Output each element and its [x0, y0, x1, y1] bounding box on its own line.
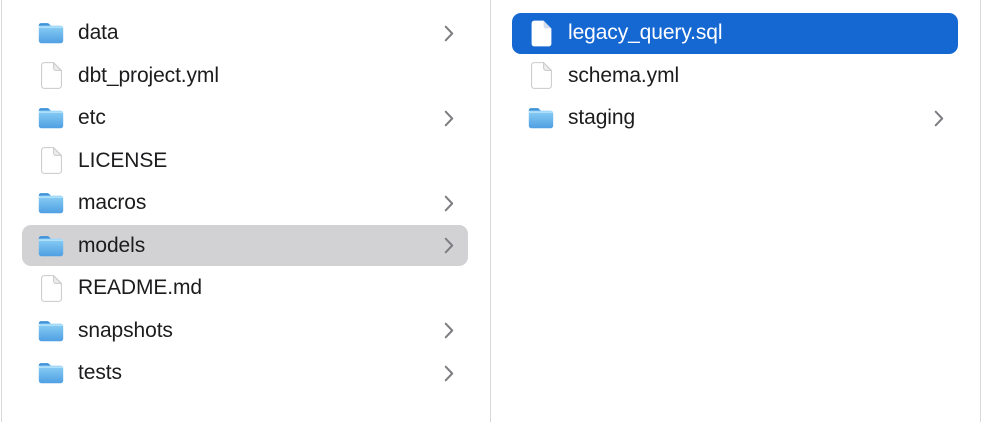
item-label: snapshots: [78, 318, 173, 342]
folder-icon: [38, 320, 64, 342]
chevron-right-icon: [444, 237, 454, 254]
item-license[interactable]: LICENSE: [22, 140, 468, 181]
left-border-line: [1, 0, 2, 422]
item-tests[interactable]: tests: [22, 353, 468, 394]
chevron-right-icon: [444, 322, 454, 339]
item-label: staging: [568, 106, 636, 129]
chevron-right-icon: [444, 25, 454, 42]
item-legacy-query-sql[interactable]: legacy_query.sql: [512, 12, 958, 54]
item-schema-yml[interactable]: schema.yml: [512, 55, 958, 96]
folder-icon: [38, 22, 64, 44]
item-label: README.md: [78, 276, 202, 299]
file-icon: [528, 20, 554, 47]
item-snapshots[interactable]: snapshots: [22, 310, 468, 351]
chevron-right-icon: [444, 365, 454, 382]
item-label: dbt_project.yml: [78, 63, 219, 87]
item-models[interactable]: models: [22, 225, 468, 266]
item-label: data: [78, 21, 119, 44]
column-divider[interactable]: [490, 0, 491, 422]
file-icon: [38, 62, 64, 89]
folder-icon: [528, 107, 554, 129]
chevron-right-icon: [934, 110, 944, 127]
folder-icon: [38, 192, 64, 214]
item-label: LICENSE: [78, 148, 168, 172]
item-data[interactable]: data: [22, 13, 468, 54]
item-macros[interactable]: macros: [22, 183, 468, 224]
item-staging[interactable]: staging: [512, 98, 958, 139]
item-label: legacy_query.sql: [568, 21, 723, 44]
item-label: tests: [78, 361, 122, 384]
column-divider[interactable]: [980, 0, 981, 422]
file-icon: [528, 62, 554, 89]
file-icon: [38, 147, 64, 174]
folder-icon: [38, 107, 64, 129]
finder-column-parent[interactable]: data dbt_project.yml etc LICENSE: [2, 0, 490, 422]
item-dbt-project-yml[interactable]: dbt_project.yml: [22, 55, 468, 96]
item-label: etc: [78, 106, 106, 129]
item-readme-md[interactable]: README.md: [22, 268, 468, 309]
folder-icon: [38, 235, 64, 257]
chevron-right-icon: [444, 110, 454, 127]
folder-icon: [38, 362, 64, 384]
item-label: macros: [78, 191, 147, 214]
item-label: models: [78, 233, 146, 257]
item-etc[interactable]: etc: [22, 98, 468, 139]
chevron-right-icon: [444, 195, 454, 212]
file-icon: [38, 274, 64, 302]
finder-column-contents[interactable]: legacy_query.sql schema.yml staging: [492, 0, 980, 422]
item-label: schema.yml: [568, 63, 680, 87]
